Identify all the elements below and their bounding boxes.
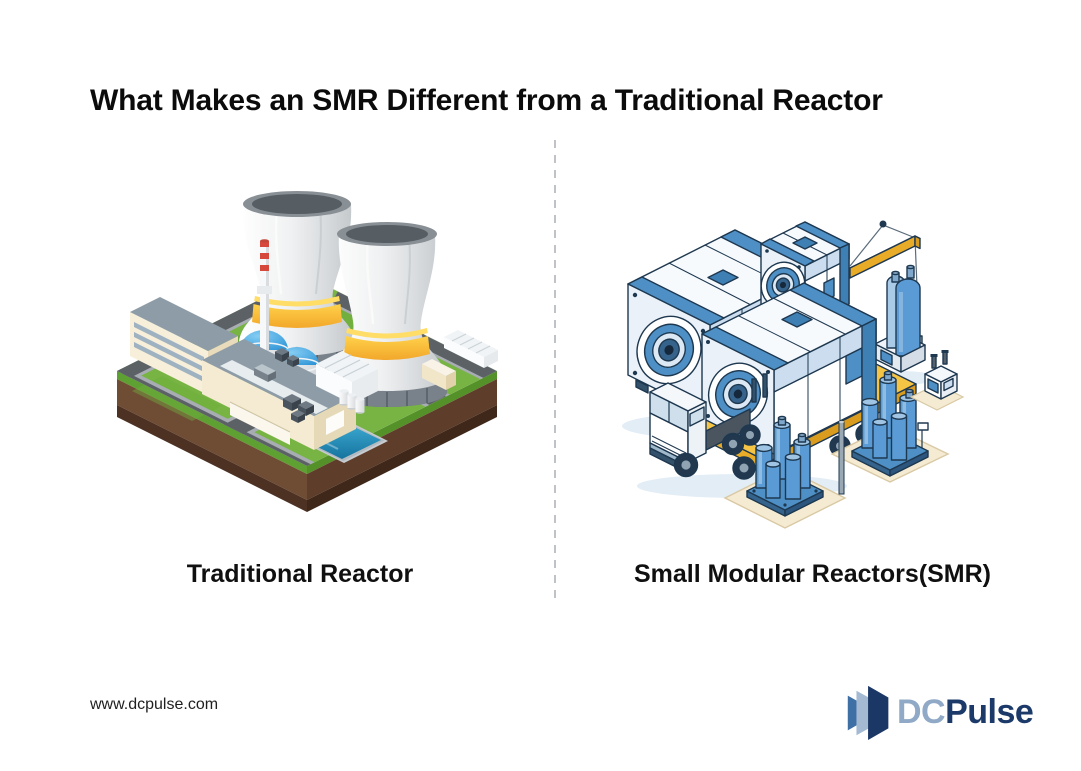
chimney bbox=[257, 239, 272, 351]
flat-warehouse bbox=[444, 330, 498, 368]
storage-tanks bbox=[339, 389, 365, 414]
label-traditional-reactor: Traditional Reactor bbox=[186, 560, 414, 588]
dcpulse-logo-text: DCPulse bbox=[897, 692, 1034, 732]
utility-pole bbox=[838, 420, 845, 495]
tan-building bbox=[422, 359, 456, 390]
logo-pulse: Pulse bbox=[945, 692, 1034, 731]
electrical-box bbox=[909, 350, 965, 411]
dashed-divider bbox=[554, 140, 556, 602]
dcpulse-logo: DCPulse bbox=[845, 683, 1034, 741]
label-smr: Small Modular Reactors(SMR) bbox=[633, 560, 991, 588]
smr-module-on-truck bbox=[701, 282, 877, 455]
page-title: What Makes an SMR Different from a Tradi… bbox=[90, 84, 883, 118]
traditional-reactor-illustration bbox=[117, 191, 498, 512]
equipment-blocks bbox=[275, 348, 314, 423]
foundation-pad-right bbox=[830, 370, 950, 483]
website-url: www.dcpulse.com bbox=[90, 696, 219, 713]
foundation-pad-front bbox=[723, 415, 847, 529]
crane-vessel bbox=[874, 264, 926, 373]
logo-dc: DC bbox=[897, 692, 946, 731]
dcpulse-logo-icon bbox=[847, 685, 889, 741]
cooling-tower-right bbox=[327, 222, 447, 407]
smr-illustration bbox=[622, 220, 965, 529]
truck-cab bbox=[649, 373, 768, 478]
